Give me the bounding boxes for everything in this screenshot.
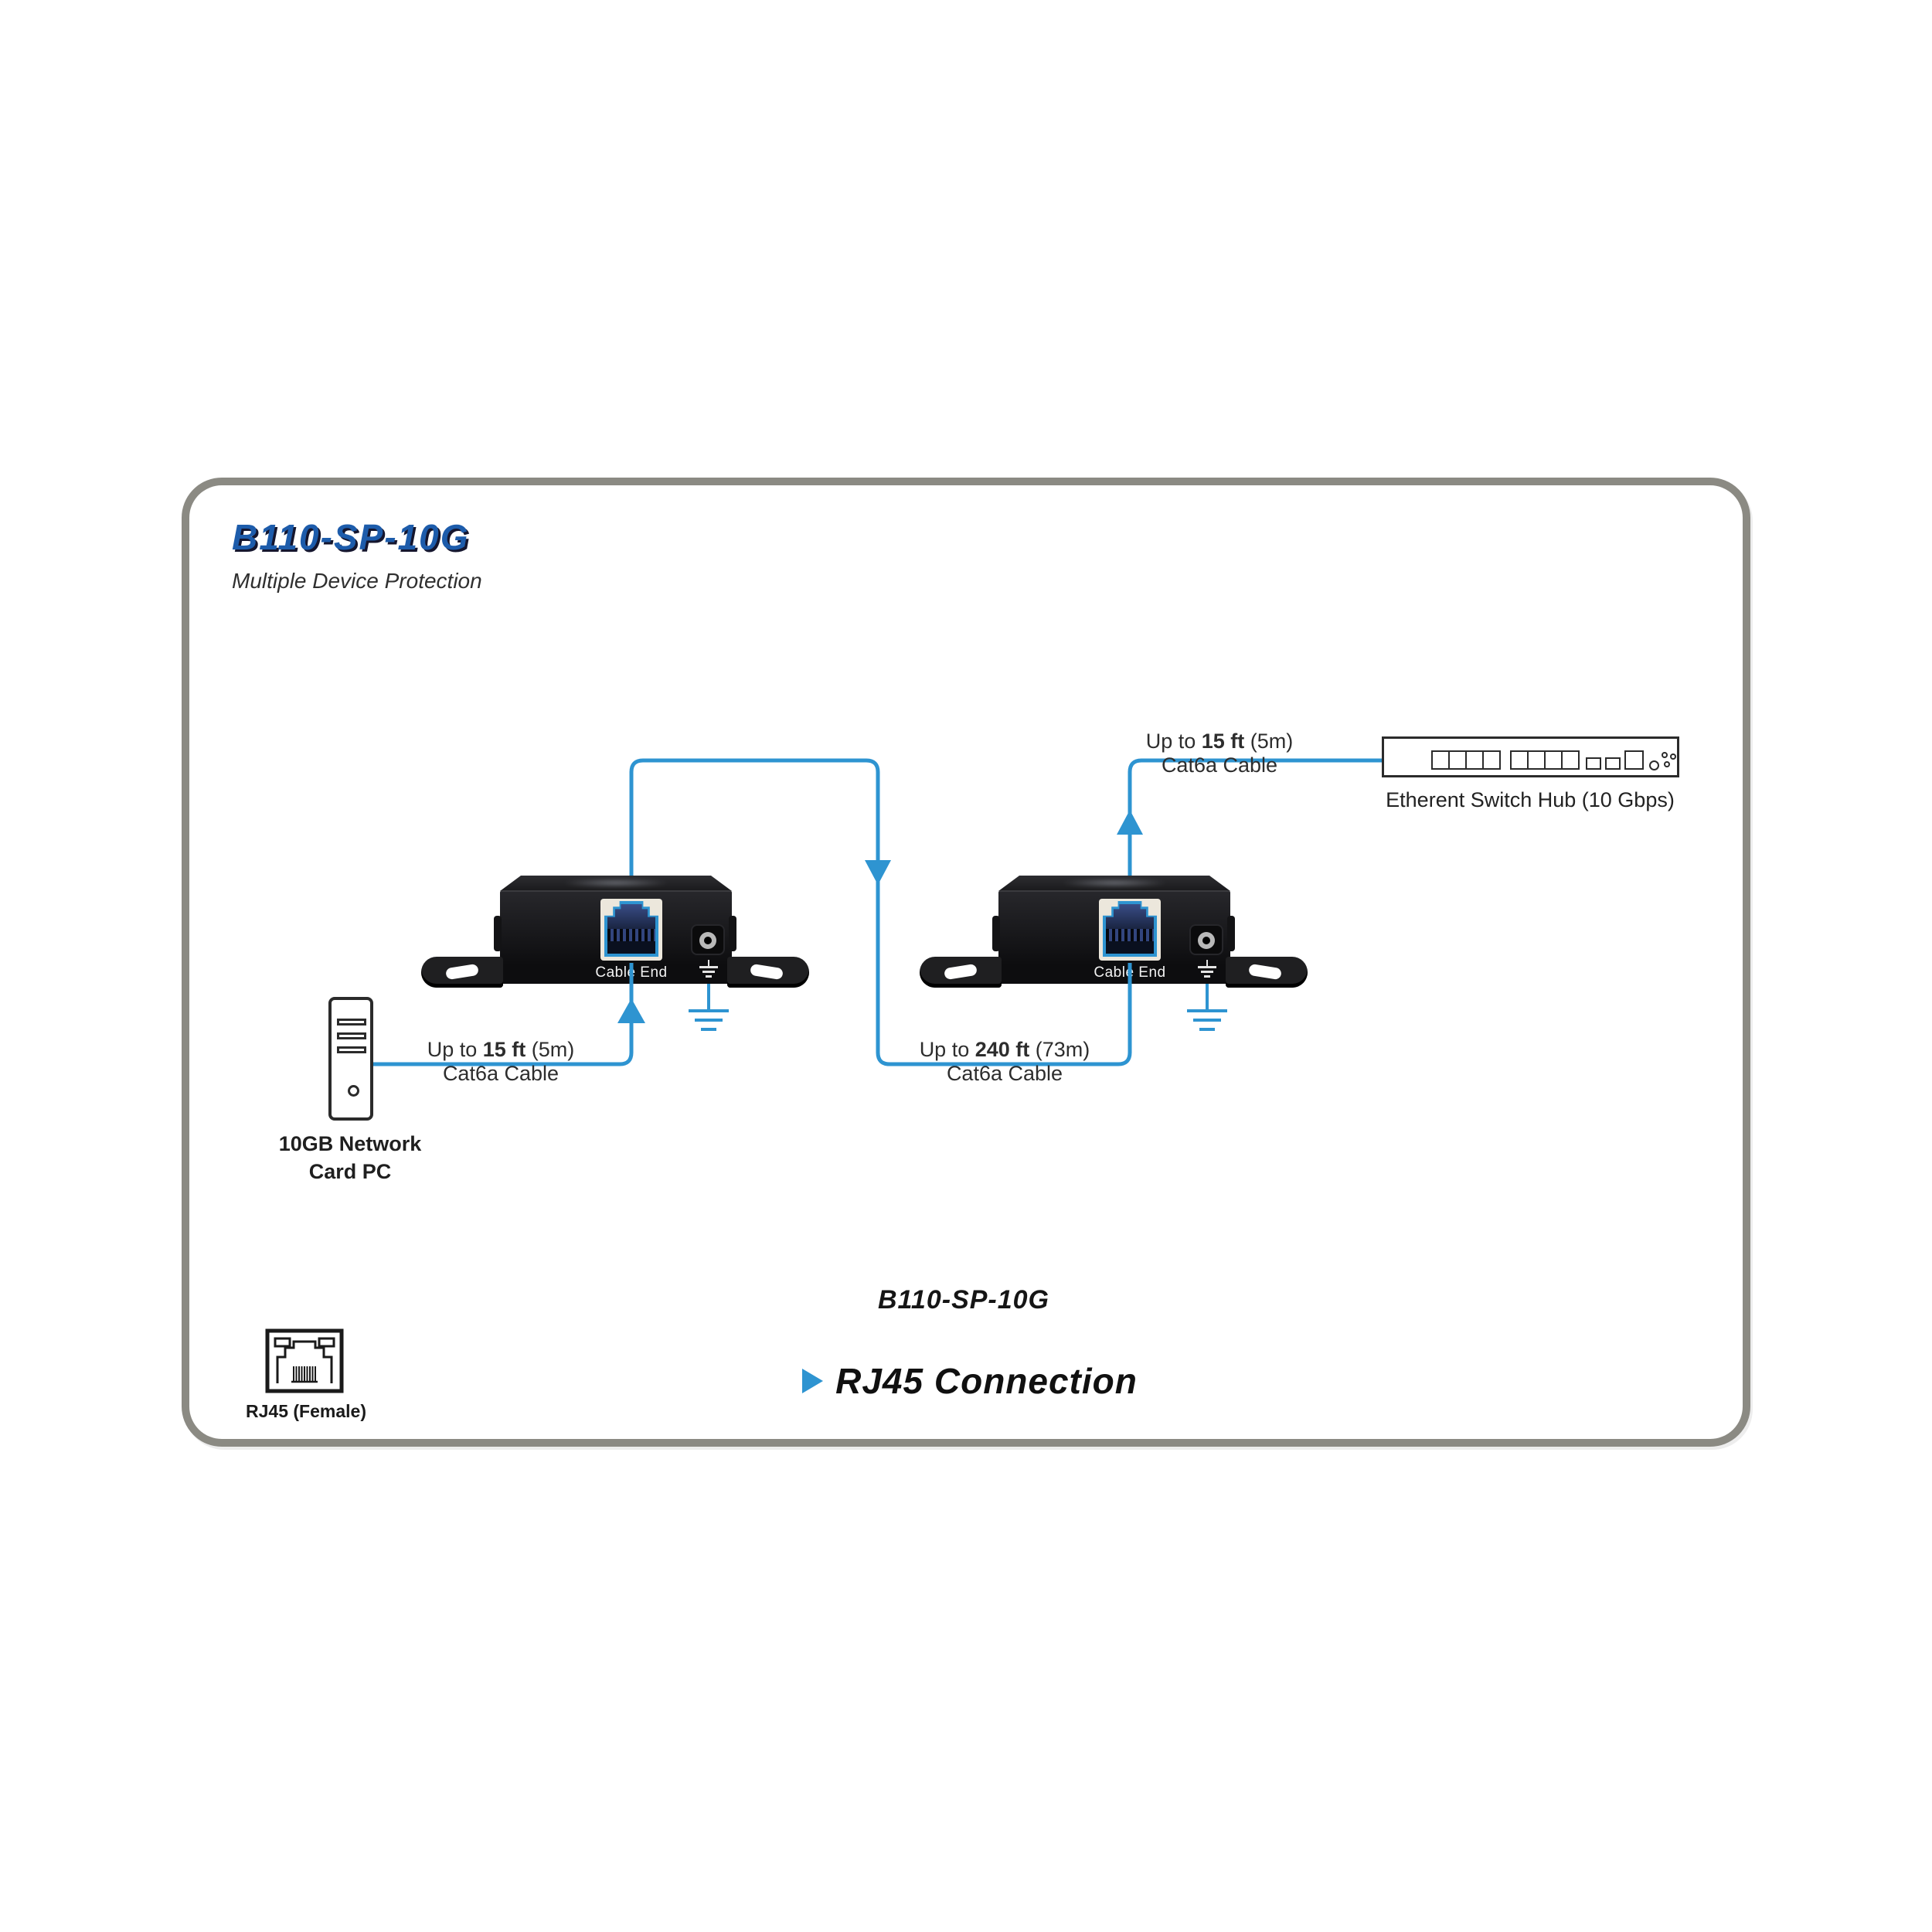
ground-icon — [1187, 984, 1227, 1031]
device-top-face — [998, 876, 1230, 891]
device-top-face — [500, 876, 732, 891]
dc-jack-icon — [691, 924, 725, 955]
pc-label: 10GB Network Card PC — [257, 1130, 443, 1185]
pc-label-line2: Card PC — [308, 1160, 392, 1183]
up-arrow-icon — [617, 998, 645, 1023]
rj45-jack-pins — [1106, 929, 1154, 941]
rj45-jack-icon — [604, 901, 658, 957]
dc-jack-hole — [704, 937, 712, 944]
cable-length-line: Up to 15 ft (5m) — [1145, 730, 1294, 753]
cable-label-device2-to-switch: Up to 15 ft (5m) Cat6a Cable — [1096, 730, 1343, 777]
ground-icon — [689, 984, 729, 1031]
dc-jack-ring — [1198, 932, 1215, 949]
ethernet-switch-icon — [1382, 736, 1679, 777]
cable-label-pc-to-device1: Up to 15 ft (5m) Cat6a Cable — [377, 1038, 624, 1086]
model-label: B110-SP-10G — [877, 1285, 1050, 1315]
brand-logo-blur — [1060, 879, 1168, 887]
pc-power-button-icon — [348, 1085, 359, 1097]
up-arrow-icon — [1117, 810, 1143, 835]
connection-label: RJ45 Connection — [835, 1361, 1138, 1401]
ground-mark-icon — [1187, 960, 1227, 981]
brand-logo-blur — [562, 879, 670, 887]
rj45-port-icon — [600, 899, 662, 961]
dc-jack-ring — [699, 932, 716, 949]
page-subtitle: Multiple Device Protection — [232, 569, 482, 593]
connection-heading: RJ45 Connection — [769, 1360, 1171, 1402]
mounting-bracket-right — [1226, 957, 1308, 988]
page-title: B110-SP-10G — [232, 517, 470, 557]
rj45-female-label: RJ45 (Female) — [246, 1401, 366, 1421]
pc-label-line1: 10GB Network — [278, 1132, 422, 1155]
switch-label: Etherent Switch Hub (10 Gbps) — [1386, 788, 1675, 811]
cable-pc-to-device1 — [373, 963, 634, 1066]
device-side-screw — [1227, 916, 1235, 951]
device-side-screw — [992, 916, 1000, 951]
surge-protector-device-1: Cable End — [421, 873, 809, 991]
mounting-bracket-right — [727, 957, 809, 988]
rj45-port-icon — [1099, 899, 1161, 961]
device-side-screw — [494, 916, 502, 951]
rj45-jack-pins — [607, 929, 655, 941]
surge-protector-device-2: Cable End — [920, 873, 1308, 991]
cable-device1-to-device2 — [629, 758, 1132, 1066]
cable-type-line: Cat6a Cable — [1161, 753, 1278, 777]
cable-length-line: Up to 15 ft (5m) — [427, 1038, 575, 1061]
mounting-bracket-left — [920, 957, 1002, 988]
dc-jack-hole — [1202, 937, 1210, 944]
cable-type-line: Cat6a Cable — [946, 1062, 1063, 1085]
rj45-jack-icon — [1103, 901, 1157, 957]
ground-mark-icon — [689, 960, 729, 981]
mounting-bracket-left — [421, 957, 503, 988]
cable-type-line: Cat6a Cable — [442, 1062, 560, 1085]
pc-tower-icon — [328, 997, 373, 1121]
device-side-screw — [729, 916, 736, 951]
dc-jack-icon — [1189, 924, 1223, 955]
down-arrow-icon — [865, 860, 891, 885]
rj45-female-icon — [265, 1328, 344, 1393]
pc-vent-slat — [337, 1046, 366, 1053]
play-triangle-icon — [802, 1369, 824, 1393]
pc-vent-slat — [337, 1019, 366, 1026]
pc-vent-slat — [337, 1032, 366, 1039]
cable-length-line: Up to 240 ft (73m) — [919, 1038, 1090, 1061]
cable-device2-to-switch — [1128, 758, 1382, 876]
cable-label-device1-to-device2: Up to 240 ft (73m) Cat6a Cable — [881, 1038, 1128, 1086]
